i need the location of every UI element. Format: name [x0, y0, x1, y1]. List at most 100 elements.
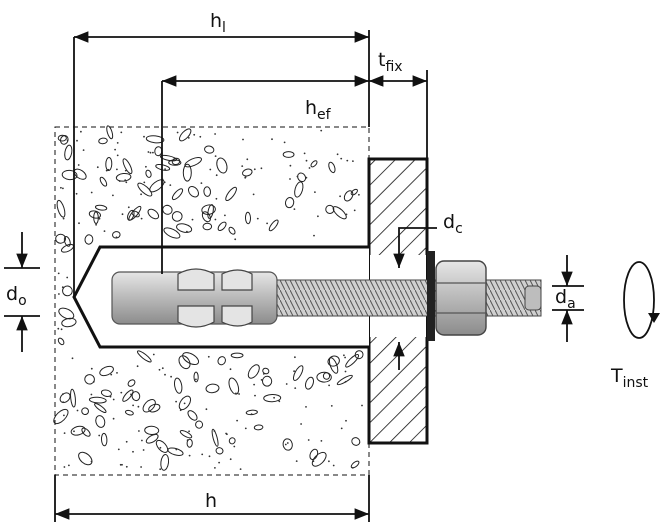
aggregate-grain — [300, 423, 302, 425]
aggregate-grain — [229, 458, 232, 461]
aggregate-stone — [57, 134, 67, 142]
aggregate-grain — [121, 213, 124, 216]
aggregate-stone — [201, 211, 211, 223]
aggregate-grain — [218, 461, 221, 464]
aggregate-stone — [268, 219, 279, 232]
aggregate-grain — [266, 222, 268, 225]
aggregate-grain — [115, 236, 118, 239]
aggregate-stone — [350, 188, 358, 196]
aggregate-stone — [144, 425, 160, 436]
aggregate-grain — [63, 414, 65, 417]
aggregate-grain — [140, 217, 143, 220]
label-d-a: da — [555, 286, 576, 312]
aggregate-grain — [68, 464, 70, 467]
aggregate-grain — [107, 168, 110, 171]
aggregate-stone — [127, 209, 135, 221]
aggregate-grain — [170, 375, 173, 378]
aggregate-stone — [100, 432, 108, 447]
aggregate-stone — [122, 158, 133, 175]
aggregate-stone — [70, 425, 86, 436]
aggregate-grain — [58, 293, 60, 295]
aggregate-stone — [328, 357, 339, 374]
aggregate-grain — [191, 218, 194, 221]
stud-tip — [524, 285, 542, 311]
torque-arrowhead — [648, 313, 660, 323]
aggregate-grain — [293, 208, 296, 211]
aggregate-grain — [233, 445, 236, 448]
aggregate-grain — [213, 430, 216, 432]
aggregate-grain — [214, 467, 216, 469]
aggregate-stone — [88, 396, 107, 404]
aggregate-grain — [159, 446, 162, 449]
aggregate-grain — [121, 463, 123, 466]
aggregate-grain — [242, 138, 244, 141]
aggregate-stone — [94, 402, 107, 414]
aggregate-grain — [345, 419, 347, 422]
aggregate-stone — [61, 169, 78, 181]
aggregate-grain — [260, 167, 263, 170]
aggregate-stone — [55, 233, 66, 244]
aggregate-stone — [57, 337, 65, 346]
aggregate-grain — [152, 353, 155, 356]
aggregate-grain — [285, 383, 288, 385]
aggregate-grain — [339, 195, 341, 198]
aggregate-stone — [162, 204, 173, 215]
aggregate-stone — [64, 144, 73, 161]
aggregate-grain — [320, 129, 323, 132]
aggregate-grain — [105, 169, 108, 172]
aggregate-grain — [252, 193, 255, 196]
aggregate-grain — [225, 432, 228, 435]
aggregate-stone — [228, 437, 236, 445]
aggregate-grain — [125, 440, 128, 443]
aggregate-grain — [169, 184, 172, 187]
aggregate-stone — [187, 410, 198, 421]
aggregate-grain — [330, 405, 333, 407]
aggregate-stone — [309, 448, 319, 461]
aggregate-stone — [179, 430, 193, 439]
aggregate-grain — [236, 419, 239, 422]
aggregate-stone — [316, 371, 332, 383]
aggregate-grain — [271, 138, 273, 141]
aggregate-grain — [214, 155, 217, 158]
aggregate-stone — [195, 420, 204, 429]
aggregate-grain — [253, 383, 256, 386]
aggregate-stone — [204, 145, 215, 154]
aggregate-grain — [137, 405, 140, 408]
aggregate-grain — [328, 384, 330, 387]
aggregate-stone — [193, 371, 199, 383]
aggregate-grain — [336, 153, 339, 156]
aggregate-stone — [215, 447, 224, 455]
aggregate-stone — [350, 460, 360, 469]
aggregate-grain — [103, 230, 106, 233]
aggregate-grain — [344, 380, 347, 383]
aggregate-grain — [215, 174, 218, 177]
aggregate-grain — [117, 448, 120, 451]
aggregate-grain — [159, 468, 162, 471]
aggregate-stone — [325, 204, 335, 214]
aggregate-grain — [307, 439, 310, 441]
aggregate-grain — [124, 179, 127, 182]
aggregate-stone — [216, 157, 228, 174]
aggregate-grain — [303, 152, 306, 155]
aggregate-grain — [214, 218, 217, 221]
aggregate-grain — [90, 191, 93, 194]
aggregate-grain — [305, 159, 308, 162]
aggregate-grain — [164, 373, 166, 376]
aggregate-stone — [124, 409, 134, 416]
aggregate-grain — [114, 148, 116, 151]
aggregate-grain — [188, 454, 191, 457]
aggregate-grain — [138, 430, 140, 432]
aggregate-grain — [75, 192, 78, 195]
aggregate-stone — [225, 186, 237, 202]
label-h-ef: hef — [305, 97, 332, 123]
aggregate-grain — [73, 430, 75, 433]
aggregate-stone — [174, 377, 183, 394]
aggregate-grain — [158, 368, 161, 371]
aggregate-stone — [148, 403, 161, 413]
aggregate-grain — [98, 434, 101, 437]
aggregate-grain — [296, 175, 299, 178]
aggregate-grain — [320, 440, 323, 442]
aggregate-stone — [327, 355, 340, 367]
aggregate-stone — [100, 389, 112, 397]
